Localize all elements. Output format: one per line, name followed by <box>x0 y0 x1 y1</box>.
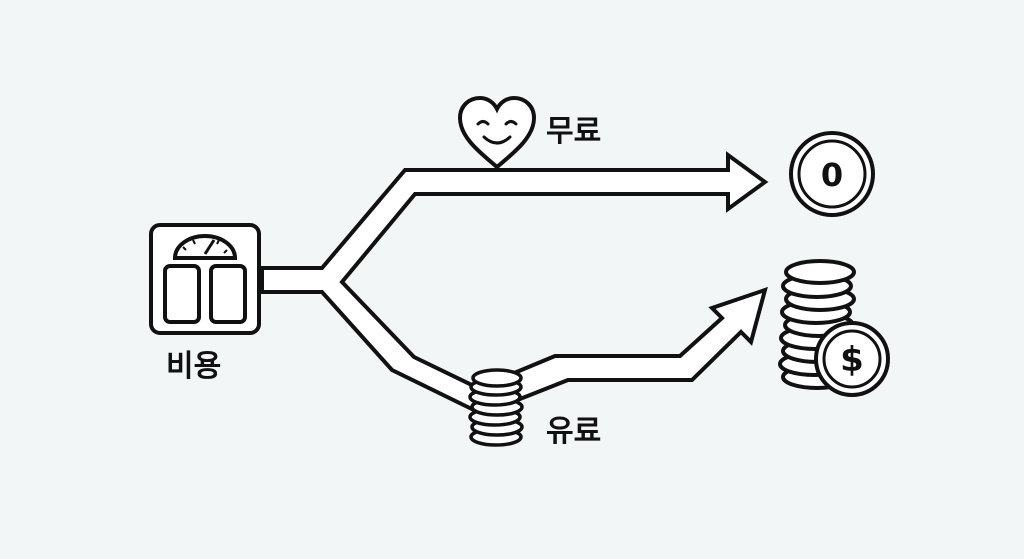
coin-stack-icon <box>468 368 524 447</box>
paid-label: 유료 <box>546 414 602 449</box>
source-label: 비용 <box>166 349 222 384</box>
zero-coin-icon: 0 <box>789 131 875 217</box>
bathroom-scale-icon <box>149 223 261 335</box>
free-label: 무료 <box>546 114 602 149</box>
smiling-heart-icon <box>457 95 537 170</box>
zero-coin-symbol: 0 <box>821 156 843 194</box>
dollar-coin-stack-icon: $ <box>778 259 890 397</box>
dollar-coin-symbol: $ <box>840 340 864 380</box>
